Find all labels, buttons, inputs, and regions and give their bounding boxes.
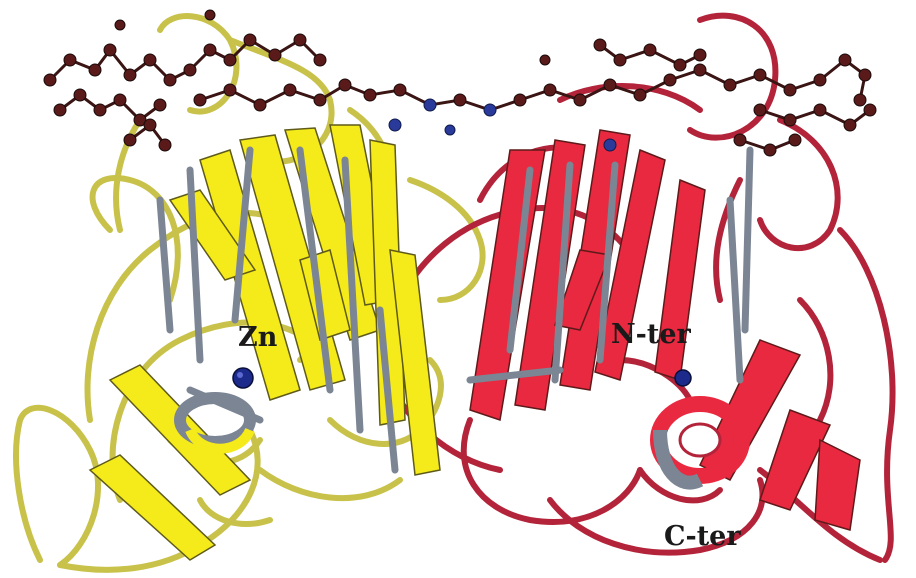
n-ter-label: N-ter [611,321,691,348]
c-ter-label: C-ter [664,523,741,550]
zn-label: Zn [238,324,277,351]
ball-and-stick-ligand-icon [44,10,876,156]
